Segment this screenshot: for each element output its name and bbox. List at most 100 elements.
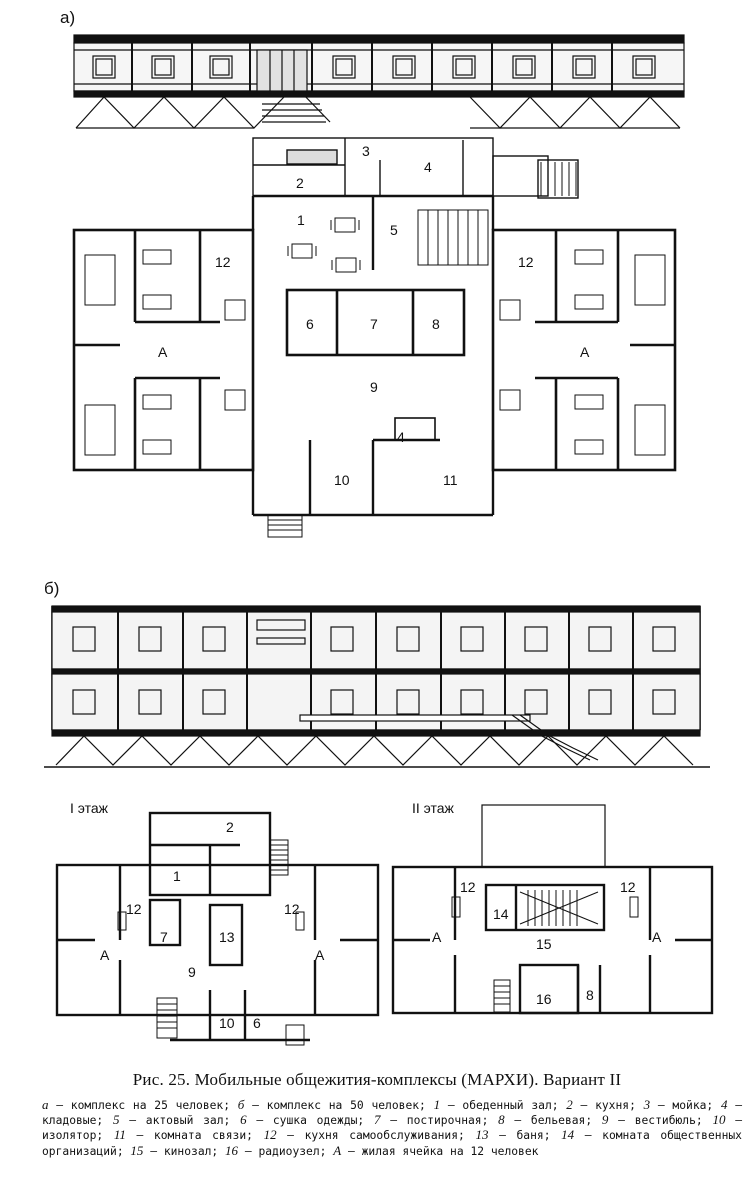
legend-text: — комната связи; <box>125 1129 264 1143</box>
room-label: 6 <box>306 316 314 332</box>
legend-text: — комплекс на 50 человек; <box>244 1099 434 1112</box>
legend-key: 4 <box>720 1097 728 1112</box>
legend-key: 14 <box>561 1127 575 1143</box>
elevation-b <box>44 605 710 768</box>
legend-text: — кухня; <box>572 1099 644 1112</box>
room-label: 6 <box>253 1015 261 1031</box>
room-label: 8 <box>586 987 594 1003</box>
legend-text: — комплекс на 25 человек; <box>48 1099 238 1112</box>
floor-2-label: II этаж <box>412 800 454 816</box>
room-label: 2 <box>296 175 304 191</box>
legend-key: 1 <box>433 1097 441 1112</box>
legend-key: 16 <box>225 1142 239 1158</box>
room-label: 12 <box>215 254 231 270</box>
legend-key: 2 <box>566 1097 573 1112</box>
legend-text: — постирочная; <box>380 1114 499 1128</box>
legend-key: 9 <box>601 1112 609 1128</box>
legend-text: — кинозал; <box>143 1144 226 1158</box>
elevation-a-entrance <box>256 49 331 123</box>
plan-b-floor-2 <box>391 804 714 1015</box>
legend-key: 12 <box>263 1127 277 1143</box>
room-label: 12 <box>126 901 142 917</box>
drawing-sheet <box>44 34 714 1046</box>
legend-text: — обеденный зал; <box>440 1099 567 1112</box>
legend-text: — кладовые; <box>42 1099 743 1128</box>
floor-1-label: I этаж <box>70 800 109 816</box>
room-label: 12 <box>460 879 476 895</box>
room-label: 12 <box>518 254 534 270</box>
room-label: А <box>432 929 442 945</box>
room-label: 4 <box>397 429 405 445</box>
legend-key: 11 <box>113 1127 126 1143</box>
plan-a-left-furniture <box>84 249 246 456</box>
room-label: 10 <box>334 472 350 488</box>
room-label: 11 <box>443 472 458 488</box>
room-label: 2 <box>226 819 234 835</box>
legend-text: — вестибюль; <box>608 1114 713 1128</box>
legend-key: 7 <box>373 1112 381 1128</box>
room-label: 13 <box>219 929 235 945</box>
legend-key: б <box>237 1097 245 1112</box>
elevation-a-windows <box>92 55 656 79</box>
legend-text: — сушка одежды; <box>246 1114 374 1128</box>
assembly-seats <box>417 209 489 266</box>
legend-key: а <box>42 1097 49 1112</box>
room-label: 10 <box>219 1015 235 1031</box>
figure-legend: а — комплекс на 25 человек; б — комплекс… <box>42 1097 743 1159</box>
legend-text: — баня; <box>488 1129 562 1143</box>
plan-a-left-wing <box>72 228 255 472</box>
legend-text: — изолятор; <box>42 1114 743 1143</box>
room-label: 1 <box>297 212 305 228</box>
figure-caption: Рис. 25. Мобильные общежития-комплексы (… <box>132 1070 622 1089</box>
room-label: А <box>158 344 168 360</box>
room-label: А <box>315 947 325 963</box>
plan-b-floor-1 <box>55 811 380 1046</box>
room-label: 4 <box>424 159 432 175</box>
legend-key: 13 <box>475 1127 489 1143</box>
elevation-b-truss <box>44 735 710 768</box>
room-label: А <box>652 929 662 945</box>
dining-tables <box>287 217 361 273</box>
section-b-label: б) <box>44 579 60 598</box>
room-label: 9 <box>370 379 378 395</box>
room-label: 12 <box>284 901 300 917</box>
legend-text: — кухня самообслуживания; <box>276 1129 476 1143</box>
legend-key: 5 <box>112 1112 120 1128</box>
elevation-a <box>73 34 685 129</box>
room-label: 7 <box>160 929 168 945</box>
room-label: 15 <box>536 936 552 952</box>
cinema-seats <box>451 890 639 1013</box>
plan-a <box>72 137 677 538</box>
room-label: 5 <box>390 222 398 238</box>
room-label: 16 <box>536 991 552 1007</box>
elevation-a-panel-joints <box>131 43 613 91</box>
legend-key: А <box>333 1142 342 1158</box>
elevation-a-truss <box>75 96 681 129</box>
room-label: 9 <box>188 964 196 980</box>
legend-text: — радиоузел; <box>238 1144 334 1158</box>
plan-a-steps <box>267 514 303 538</box>
legend-key: 10 <box>712 1112 726 1128</box>
plan-a-right-furniture <box>499 249 666 456</box>
room-label: 14 <box>493 906 509 922</box>
room-label: А <box>100 947 110 963</box>
elevation-b-windows <box>72 619 676 715</box>
room-label: 7 <box>370 316 378 332</box>
room-label: 8 <box>432 316 440 332</box>
legend-text: — бельевая; <box>504 1114 602 1128</box>
legend-key: 6 <box>240 1112 247 1128</box>
elevation-b-panel-joints <box>117 606 634 736</box>
section-a-label: а) <box>60 8 76 27</box>
legend-key: 15 <box>130 1142 144 1158</box>
legend-text: — мойка; <box>650 1099 721 1112</box>
room-label: 3 <box>362 143 370 159</box>
plan-a-right-wing <box>491 228 677 472</box>
legend-text: — комната общественных организаций; <box>42 1129 742 1158</box>
elevation-b-canopy <box>299 714 599 761</box>
legend-key: 3 <box>643 1097 651 1112</box>
legend-text: — жилая ячейка на 12 человек <box>341 1144 539 1158</box>
room-label: 12 <box>620 879 636 895</box>
room-label: 1 <box>173 868 181 884</box>
legend-key: 8 <box>498 1112 505 1128</box>
room-label: А <box>580 344 590 360</box>
